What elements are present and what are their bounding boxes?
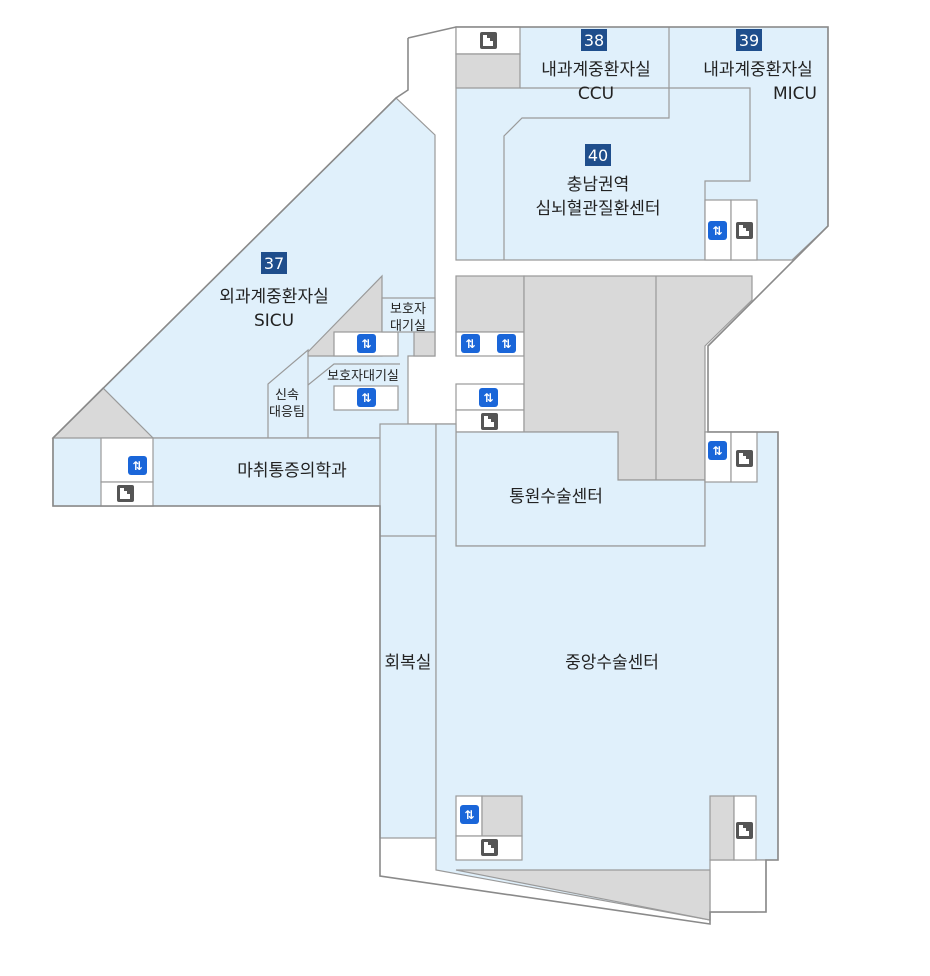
stairs-icon[interactable] — [481, 413, 498, 430]
svg-text:38: 38 — [584, 31, 604, 50]
sicu-label-line2: SICU — [254, 311, 294, 331]
guardian-waiting-1-line2: 대기실 — [390, 319, 426, 334]
center40-label-line1: 충남권역 — [567, 175, 630, 195]
elevator-icon[interactable]: ⇅ — [497, 334, 516, 353]
svg-text:⇅: ⇅ — [361, 391, 371, 405]
guardian-waiting-1[interactable] — [381, 297, 436, 333]
rapid-response-line2: 대응팀 — [269, 405, 305, 420]
recovery-label: 회복실 — [385, 653, 432, 673]
svg-text:39: 39 — [739, 31, 759, 50]
elevator-icon[interactable]: ⇅ — [479, 388, 498, 407]
ccu-label-line1: 내과계중환자실 — [541, 60, 650, 80]
elevator-icon[interactable]: ⇅ — [461, 334, 480, 353]
elevator-icon[interactable]: ⇅ — [708, 221, 727, 240]
svg-text:37: 37 — [264, 254, 284, 273]
svg-text:⇅: ⇅ — [483, 391, 493, 405]
elevator-icon[interactable]: ⇅ — [460, 805, 479, 824]
svg-text:40: 40 — [588, 146, 608, 165]
stairs-icon[interactable] — [481, 839, 498, 856]
micu-label-line2: MICU — [773, 84, 817, 104]
svg-text:⇅: ⇅ — [132, 459, 142, 473]
elevator-icon[interactable]: ⇅ — [128, 456, 147, 475]
south-east-landing — [709, 859, 767, 913]
stairs-icon[interactable] — [736, 222, 753, 239]
rapid-response-line1: 신속 — [275, 388, 299, 403]
recovery-room[interactable] — [379, 423, 437, 839]
center40-label-line2: 심뇌혈관질환센터 — [535, 199, 660, 219]
svg-text:⇅: ⇅ — [465, 337, 475, 351]
elevator-icon[interactable]: ⇅ — [357, 334, 376, 353]
core-service-left — [455, 275, 525, 333]
stairs-icon[interactable] — [117, 485, 134, 502]
svg-text:⇅: ⇅ — [712, 444, 722, 458]
guardian-service — [413, 331, 436, 357]
day-surgery-label: 통원수술센터 — [509, 487, 603, 507]
central-surgery-label: 중앙수술센터 — [565, 653, 659, 673]
stairs-icon[interactable] — [480, 32, 497, 49]
guardian-waiting-1-line1: 보호자 — [390, 302, 426, 317]
south-wedge — [455, 869, 711, 921]
svg-text:⇅: ⇅ — [712, 224, 722, 238]
stairs-icon[interactable] — [736, 822, 753, 839]
room-badge-39: 39 — [736, 29, 762, 51]
south-service-block — [709, 795, 735, 861]
building-outline — [52, 26, 829, 925]
room-badge-38: 38 — [581, 29, 607, 51]
elevator-icon[interactable]: ⇅ — [357, 388, 376, 407]
sicu-label-line1: 외과계중환자실 — [219, 287, 328, 307]
anesthesiology-label: 마취통증의학과 — [237, 461, 347, 481]
top-service-room — [455, 53, 521, 89]
svg-text:⇅: ⇅ — [501, 337, 511, 351]
ccu-label-line2: CCU — [578, 84, 614, 104]
stairs-icon[interactable] — [736, 450, 753, 467]
room-badge-40: 40 — [585, 144, 611, 166]
svg-text:⇅: ⇅ — [464, 808, 474, 822]
south-service-small — [481, 795, 523, 837]
svg-text:⇅: ⇅ — [361, 337, 371, 351]
micu-label-line1: 내과계중환자실 — [703, 60, 812, 80]
guardian-waiting-2-label: 보호자대기실 — [327, 369, 399, 384]
room-badge-37: 37 — [261, 252, 287, 274]
elevator-icon[interactable]: ⇅ — [708, 441, 727, 460]
